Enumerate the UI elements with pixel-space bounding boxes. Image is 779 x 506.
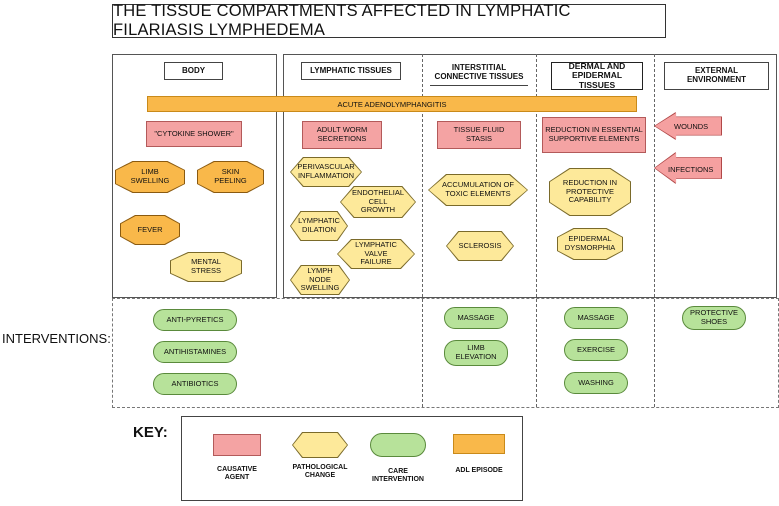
mental-stress-shape: MENTAL STRESS <box>170 252 242 282</box>
anti-pyretics-pill: ANTI-PYRETICS <box>153 309 237 331</box>
sclerosis-label: SCLEROSIS <box>447 232 513 260</box>
diagram-title: THE TISSUE COMPARTMENTS AFFECTED IN LYMP… <box>112 2 666 39</box>
lymph-node-swelling-label: LYMPH NODE SWELLING <box>291 266 349 294</box>
key-adl-label: ADL EPISODE <box>455 467 503 474</box>
accumulation-toxic-elements-label: ACCUMULATION OF TOXIC ELEMENTS <box>429 175 527 205</box>
skin-peeling-label: SKIN PEELING <box>198 162 263 192</box>
key-pathological-fill <box>293 433 347 457</box>
infections-label: INFECTIONS <box>668 164 714 174</box>
tissue-fluid-stasis-box: TISSUE FLUID STASIS <box>437 121 521 149</box>
key-causative-swatch <box>213 434 261 456</box>
lymph-node-swelling-shape: LYMPH NODE SWELLING <box>290 265 350 295</box>
perivascular-inflammation-label: PERIVASCULAR INFLAMMATION <box>291 158 361 186</box>
limb-swelling-shape: LIMB SWELLING <box>115 161 185 193</box>
key-pathological-swatch <box>292 432 348 458</box>
column-header-interstitial: INTERSTITIAL CONNECTIVE TISSUES <box>430 60 528 86</box>
reduction-supportive-elements-box: REDUCTION IN ESSENTIAL SUPPORTIVE ELEMEN… <box>542 117 646 153</box>
fever-shape: FEVER <box>120 215 180 245</box>
cytokine-shower-box: "CYTOKINE SHOWER" <box>146 121 242 147</box>
column-header-lymphatic: LYMPHATIC TISSUES <box>301 62 401 80</box>
tissues-compartment <box>283 54 777 298</box>
endothelial-cell-growth-label: ENDOTHELIAL CELL GROWTH <box>341 187 415 217</box>
key-causative-label: CAUSATIVE AGENT <box>217 466 257 482</box>
key-care-swatch <box>370 433 426 457</box>
epidermal-dysmorphia-label: EPIDERMAL DYSMORPHIA <box>558 229 622 259</box>
protective-shoes-pill: PROTECTIVE SHOES <box>682 306 746 330</box>
column-header-body: BODY <box>164 62 223 80</box>
sclerosis-shape: SCLEROSIS <box>446 231 514 261</box>
lymphatic-dilation-shape: LYMPHATIC DILATION <box>290 211 348 241</box>
key-care-label: CARE INTERVENTION <box>372 468 424 484</box>
perivascular-inflammation-shape: PERIVASCULAR INFLAMMATION <box>290 157 362 187</box>
reduction-protective-capability-label: REDUCTION IN PROTECTIVE CAPABILITY <box>550 169 630 215</box>
key-title: KEY: <box>133 424 168 441</box>
massage-pill-interstitial: MASSAGE <box>444 307 508 329</box>
limb-swelling-label: LIMB SWELLING <box>116 162 184 192</box>
exercise-pill: EXERCISE <box>564 339 628 361</box>
massage-pill-dermal: MASSAGE <box>564 307 628 329</box>
key-legend <box>181 416 523 501</box>
reduction-protective-capability-shape: REDUCTION IN PROTECTIVE CAPABILITY <box>549 168 631 216</box>
accumulation-toxic-elements-shape: ACCUMULATION OF TOXIC ELEMENTS <box>428 174 528 206</box>
acute-adenolymphangitis-bar: ACUTE ADENOLYMPHANGITIS <box>147 96 637 112</box>
column-header-dermal: DERMAL AND EPIDERMAL TISSUES <box>551 61 643 90</box>
mental-stress-label: MENTAL STRESS <box>171 253 241 281</box>
antibiotics-pill: ANTIBIOTICS <box>153 373 237 395</box>
antihistamines-pill: ANTIHISTAMINES <box>153 341 237 363</box>
interventions-label: INTERVENTIONS: <box>2 331 111 346</box>
lymphatic-dilation-label: LYMPHATIC DILATION <box>291 212 347 240</box>
washing-pill: WASHING <box>564 372 628 394</box>
fever-label: FEVER <box>121 216 179 244</box>
key-pathological-label: PATHOLOGICAL CHANGE <box>292 464 348 480</box>
epidermal-dysmorphia-shape: EPIDERMAL DYSMORPHIA <box>557 228 623 260</box>
separator-interstitial-dermal <box>536 54 537 407</box>
limb-elevation-pill: LIMB ELEVATION <box>444 340 508 366</box>
separator-lymphatic-interstitial <box>422 54 423 407</box>
adult-worm-secretions-box: ADULT WORM SECRETIONS <box>302 121 382 149</box>
lymphatic-valve-failure-shape: LYMPHATIC VALVE FAILURE <box>337 239 415 269</box>
endothelial-cell-growth-shape: ENDOTHELIAL CELL GROWTH <box>340 186 416 218</box>
wounds-label: WOUNDS <box>674 121 709 131</box>
body-compartment <box>112 54 277 298</box>
column-header-external: EXTERNAL ENVIRONMENT <box>664 62 769 90</box>
key-adl-swatch <box>453 434 505 454</box>
separator-dermal-external <box>654 54 655 407</box>
skin-peeling-shape: SKIN PEELING <box>197 161 264 193</box>
lymphatic-valve-failure-label: LYMPHATIC VALVE FAILURE <box>338 240 414 268</box>
